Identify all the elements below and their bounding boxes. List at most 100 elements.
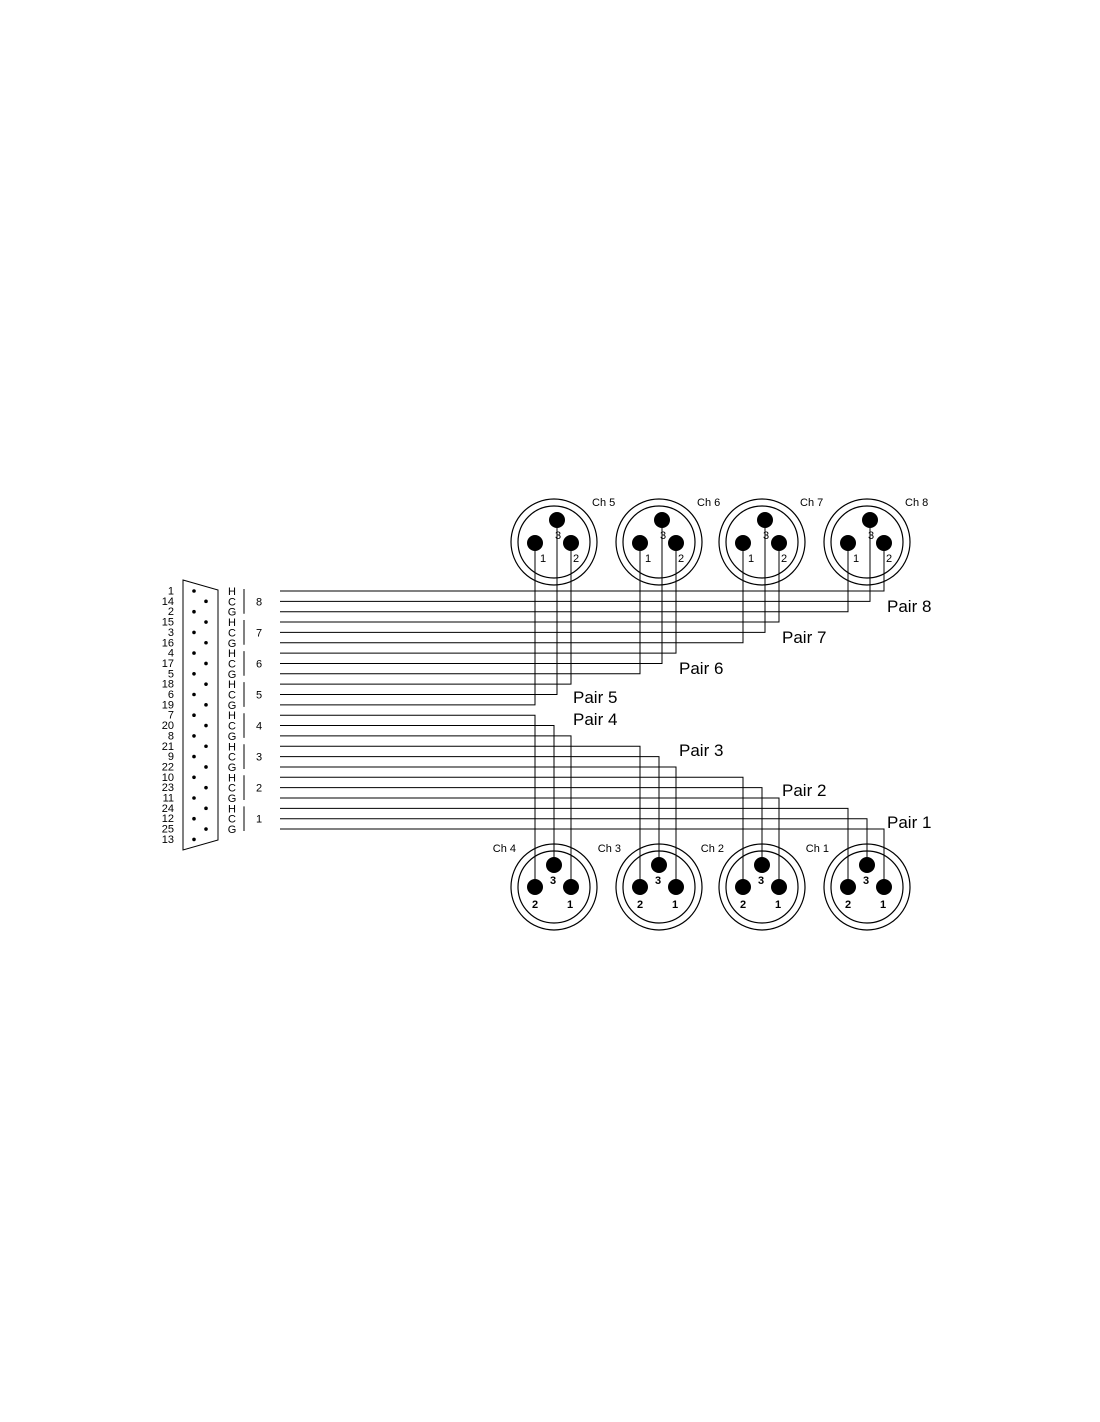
db25-pin-label: 10 <box>162 772 174 784</box>
xlr-pin-3 <box>651 857 667 873</box>
wire-letter-label: G <box>228 669 237 681</box>
group-number: 6 <box>256 658 262 670</box>
wire <box>280 543 677 654</box>
xlr-pin-3 <box>654 512 670 528</box>
db25-pin-dot <box>192 713 196 717</box>
db25-pin-dot <box>192 672 196 676</box>
xlr-pin-label: 1 <box>853 553 859 565</box>
group-number: 7 <box>256 627 262 639</box>
wire-letter-label: H <box>228 741 236 753</box>
wire-letter-label: C <box>228 658 236 670</box>
wire <box>280 520 871 602</box>
xlr-inner-ring <box>517 505 591 579</box>
xlr-pin-label: 2 <box>637 899 643 911</box>
pair-label: Pair 2 <box>782 781 826 800</box>
group-number: 1 <box>256 814 262 826</box>
xlr-channel-label: Ch 6 <box>697 497 720 509</box>
xlr-pin-label: 1 <box>540 553 546 565</box>
xlr-outer-ring <box>718 498 806 586</box>
wire-letter-label: H <box>228 710 236 722</box>
db25-pin-label: 2 <box>168 606 174 618</box>
wire <box>280 776 744 887</box>
wire <box>280 818 868 865</box>
xlr-channel-label: Ch 5 <box>592 497 615 509</box>
wire-letter-label: G <box>228 700 237 712</box>
db25-pin-label: 6 <box>168 689 174 701</box>
db25-pin-label: 16 <box>162 637 174 649</box>
wire-letter-label: H <box>228 803 236 815</box>
xlr-pin-1 <box>563 879 579 895</box>
db25-pin-dot <box>192 816 196 821</box>
db25-pin-label: 1 <box>168 586 174 598</box>
pair-label: Pair 4 <box>573 710 617 729</box>
xlr-inner-ring <box>517 850 591 924</box>
xlr-pin-3 <box>549 512 565 528</box>
xlr-inner-ring <box>725 850 799 924</box>
db25-pin-label: 22 <box>162 761 174 773</box>
db25-pin-dot <box>204 599 208 604</box>
xlr-pin-1 <box>840 535 856 551</box>
xlr-pin-label: 3 <box>660 530 666 542</box>
wire-letter-label: C <box>228 814 236 826</box>
db25-pin-label: 9 <box>168 751 174 763</box>
db25-pin-label: 12 <box>162 813 174 825</box>
wire-letter-label: H <box>228 772 236 784</box>
wire <box>280 714 536 887</box>
xlr-outer-ring <box>510 498 598 586</box>
xlr-inner-ring <box>725 505 799 579</box>
db25-pin-labels: 1142153164175186197208219221023112412251… <box>162 586 174 846</box>
db25-pin-dot <box>204 744 208 749</box>
db25-pin-label: 20 <box>162 720 174 732</box>
xlr-pin-2 <box>527 879 543 895</box>
db25-pin-dot <box>204 827 208 831</box>
db25-pin-dot <box>204 682 208 686</box>
db25-pin-label: 8 <box>168 730 174 742</box>
wire-letter-label: H <box>228 648 236 660</box>
db25-pin-dot <box>204 806 208 811</box>
pair-label: Pair 3 <box>679 741 723 760</box>
xlr-pin-label: 2 <box>678 553 684 565</box>
xlr-pin-label: 2 <box>573 553 579 565</box>
wire <box>280 543 744 644</box>
db25-pin-label: 18 <box>162 679 174 691</box>
wire <box>280 520 766 633</box>
xlr-outer-ring <box>615 843 703 931</box>
db25-pin-dot <box>192 609 196 614</box>
db25-pin-label: 23 <box>162 782 174 794</box>
xlr-pin-1 <box>668 879 684 895</box>
db25-pin-label: 15 <box>162 617 174 629</box>
xlr-pin-1 <box>632 535 648 551</box>
db25-pin-dot <box>192 775 196 780</box>
wire-letter-label: C <box>228 783 236 795</box>
xlr-channel-label: Ch 1 <box>806 843 829 855</box>
wire <box>280 797 780 887</box>
wire-letter-label: G <box>228 793 237 805</box>
wire <box>280 787 763 865</box>
xlr-pin-label: 2 <box>532 899 538 911</box>
xlr-pin-label: 1 <box>748 553 754 565</box>
db25-pin-label: 4 <box>168 648 174 660</box>
db25-pin-label: 14 <box>162 596 174 608</box>
wire-letter-label: G <box>228 731 237 743</box>
group-number: 8 <box>256 596 262 608</box>
xlr-pin-label: 2 <box>781 553 787 565</box>
xlr-pin-1 <box>771 879 787 895</box>
wire <box>280 543 885 592</box>
xlr-pin-label: 1 <box>880 899 886 911</box>
xlr-outer-ring <box>823 843 911 931</box>
wire-letter-label: C <box>228 690 236 702</box>
xlr-pin-1 <box>876 879 892 895</box>
group-number: 4 <box>256 721 262 733</box>
group-number: 2 <box>256 783 262 795</box>
db25-pin-dot <box>192 692 196 697</box>
wire <box>280 543 536 706</box>
xlr-pin-3 <box>546 857 562 873</box>
xlr-channel-label: Ch 8 <box>905 497 928 509</box>
